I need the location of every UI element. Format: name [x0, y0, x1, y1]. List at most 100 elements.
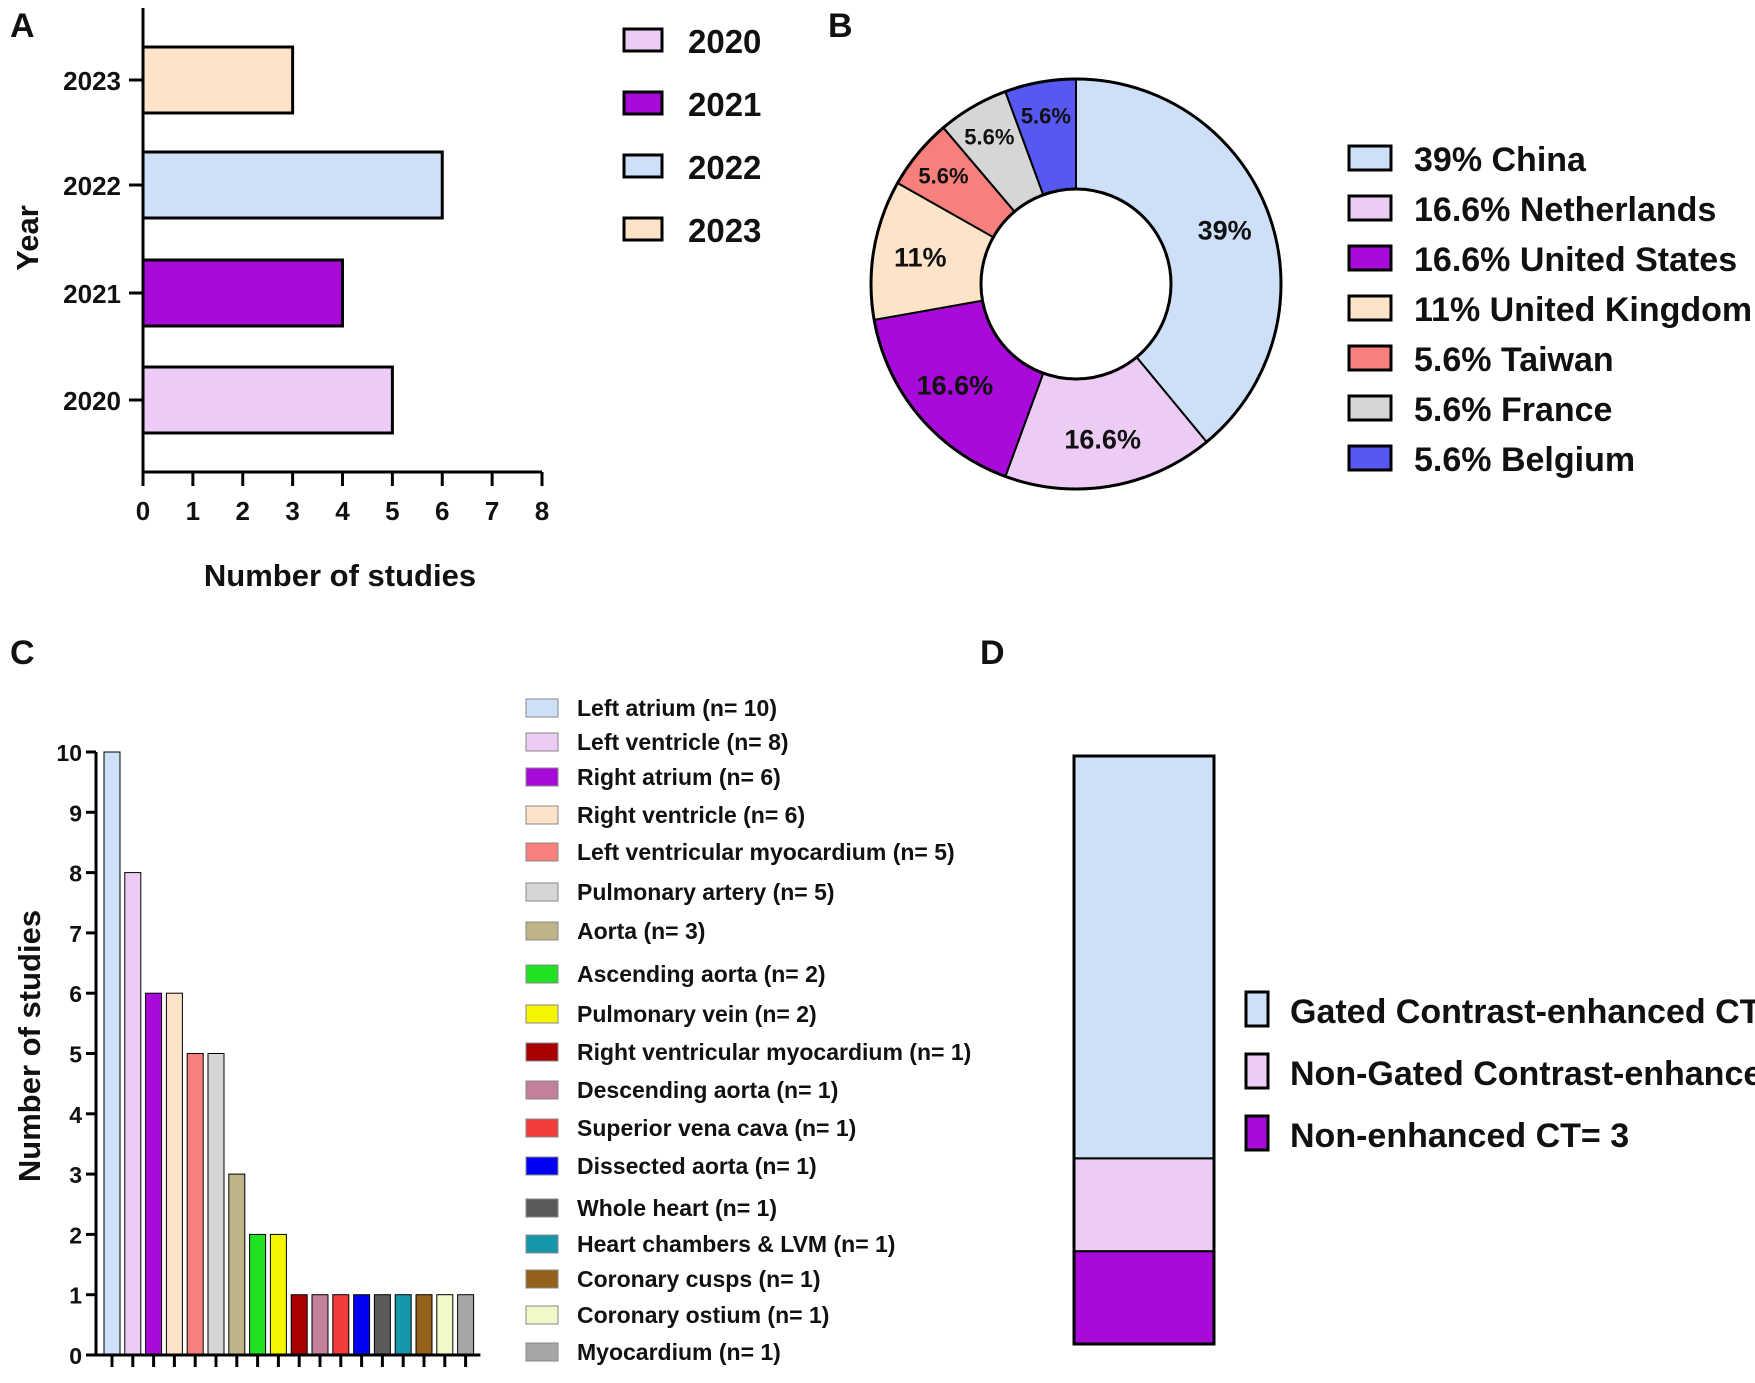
y-tick-label: 6: [69, 981, 82, 1007]
structure-bar: [290, 1294, 308, 1356]
y-axis-title: Year: [10, 205, 45, 271]
stacked-segment: [1073, 1250, 1215, 1345]
legend-swatch: [1244, 1052, 1270, 1090]
structure-bar: [186, 1053, 204, 1356]
structure-bar: [145, 992, 163, 1356]
slice-label: 5.6%: [964, 124, 1014, 149]
x-tick-label: 3: [285, 496, 299, 526]
legend-swatch: [525, 1234, 559, 1254]
stacked-segment: [1073, 1157, 1215, 1253]
legend-swatch: [525, 1342, 559, 1362]
y-tick-label: 9: [69, 800, 82, 826]
legend-label: 11% United Kingdom: [1414, 291, 1752, 329]
legend-swatch: [622, 90, 664, 116]
structure-bar: [415, 1294, 433, 1356]
y-tick-label: 2021: [63, 279, 121, 309]
legend-label: Pulmonary artery (n= 5): [577, 879, 835, 905]
slice-label: 5.6%: [1021, 104, 1071, 129]
panel-letter-b: B: [828, 7, 853, 45]
year-bar: [141, 45, 295, 115]
structure-bar: [353, 1294, 371, 1356]
legend-label: 2020: [688, 23, 761, 60]
x-tick-label: 4: [335, 496, 350, 526]
donut-outer-ring: [869, 77, 1283, 491]
legend-swatch: [1347, 144, 1393, 172]
structure-bar: [249, 1233, 267, 1356]
structure-bar: [228, 1173, 246, 1356]
legend-swatch: [525, 842, 559, 862]
legend-label: Left ventricular myocardium (n= 5): [577, 839, 955, 865]
x-tick-label: 8: [535, 496, 549, 526]
legend-label: 5.6% Belgium: [1414, 441, 1635, 479]
legend-swatch: [525, 1042, 559, 1062]
year-bar: [141, 150, 444, 220]
legend-swatch: [525, 964, 559, 984]
legend-swatch: [525, 732, 559, 752]
x-tick-label: 7: [485, 496, 499, 526]
y-tick-label: 1: [69, 1283, 82, 1309]
y-tick-label: 2: [69, 1222, 82, 1248]
legend-label: 2021: [688, 86, 761, 123]
legend-label: Dissected aorta (n= 1): [577, 1153, 817, 1179]
legend-label: Aorta (n= 3): [577, 918, 705, 944]
legend-label: Non-Gated Contrast-enhanced CT= 3: [1290, 1055, 1755, 1093]
structure-bar: [207, 1053, 225, 1356]
legend-swatch: [525, 882, 559, 902]
slice-label: 16.6%: [1064, 425, 1141, 455]
legend-label: 5.6% Taiwan: [1414, 341, 1614, 379]
legend-swatch: [622, 216, 664, 242]
legend-label: Coronary cusps (n= 1): [577, 1266, 820, 1292]
y-axis-title: Number of studies: [12, 910, 47, 1182]
structure-bar: [103, 751, 121, 1356]
legend-swatch: [525, 1118, 559, 1138]
panel-letter-a: A: [10, 7, 35, 45]
structure-bar: [457, 1294, 475, 1356]
y-tick-label: 8: [69, 861, 82, 887]
legend-label: Left atrium (n= 10): [577, 695, 777, 721]
x-tick-label: 0: [136, 496, 150, 526]
legend-swatch: [622, 27, 664, 53]
slice-label: 5.6%: [918, 163, 968, 188]
structure-bar: [269, 1233, 287, 1356]
stacked-segment: [1073, 755, 1215, 1160]
x-axis-title: Number of studies: [204, 558, 476, 593]
structure-bar: [373, 1294, 391, 1356]
legend-swatch: [622, 153, 664, 179]
legend-label: 2022: [688, 149, 761, 186]
structure-bar: [311, 1294, 329, 1356]
x-tick-label: 1: [186, 496, 200, 526]
legend-label: 16.6% Netherlands: [1414, 191, 1716, 229]
legend-label: Right atrium (n= 6): [577, 764, 781, 790]
structure-bar: [124, 872, 142, 1356]
y-tick-label: 2023: [63, 66, 121, 96]
panel-b-country-chart: 39%16.6%16.6%11%5.6%5.6%5.6%39% China16.…: [869, 77, 1752, 491]
legend-label: Left ventricle (n= 8): [577, 729, 789, 755]
legend-swatch: [1244, 1114, 1270, 1152]
structure-bar: [394, 1294, 412, 1356]
legend-swatch: [1347, 444, 1393, 472]
legend-swatch: [1347, 344, 1393, 372]
stacked-bar-outline: [1072, 754, 1216, 1346]
y-tick-label: 0: [69, 1343, 82, 1369]
legend-label: Descending aorta (n= 1): [577, 1077, 838, 1103]
legend-swatch: [525, 805, 559, 825]
legend-swatch: [525, 698, 559, 718]
legend-label: Non-enhanced CT= 3: [1290, 1117, 1629, 1155]
slice-label: 16.6%: [917, 370, 994, 400]
legend-label: Pulmonary vein (n= 2): [577, 1001, 817, 1027]
legend-label: Superior vena cava (n= 1): [577, 1115, 856, 1141]
legend-swatch: [1244, 990, 1270, 1028]
x-tick-label: 6: [435, 496, 449, 526]
panel-d-ct-type-chart: Gated Contrast-enhanced CT= 13Non-Gated …: [1072, 754, 1755, 1346]
year-bar: [141, 365, 394, 435]
structure-bar: [436, 1294, 454, 1356]
structure-bar: [165, 992, 183, 1356]
legend-label: Right ventricular myocardium (n= 1): [577, 1039, 971, 1065]
donut-hole: [979, 187, 1173, 381]
legend-swatch: [1347, 294, 1393, 322]
legend-swatch: [525, 1080, 559, 1100]
legend-label: Right ventricle (n= 6): [577, 802, 805, 828]
